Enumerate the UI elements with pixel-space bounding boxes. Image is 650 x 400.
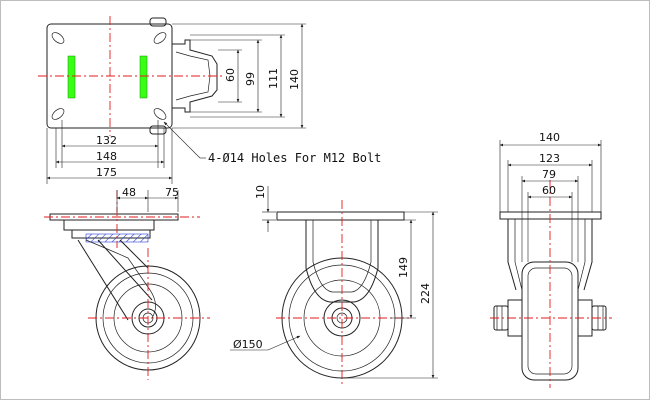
end-dim-60: 60 [542,184,556,197]
end-dim-140: 140 [539,131,560,144]
front-plate [276,211,405,221]
dim-224: 224 [419,283,432,304]
dim-75: 75 [165,186,179,199]
end-dim-79: 79 [542,168,556,181]
label-strip-right [139,55,148,99]
dim-149: 149 [397,257,410,278]
dim-148: 148 [96,150,117,163]
dim-99: 99 [244,72,257,86]
end-plate [499,211,602,220]
end-dim-123: 123 [539,152,560,165]
dim-10: 10 [254,185,267,199]
label-strip-left [67,55,76,99]
end-view: 140 123 79 60 [490,131,612,388]
top-view: 60 99 111 140 132 148 175 4-Ø14 Holes Fo… [38,16,381,184]
dim-48: 48 [122,186,136,199]
dim-140: 140 [288,69,301,90]
bolt-note: 4-Ø14 Holes For M12 Bolt [208,151,381,165]
fork-top [172,39,218,113]
dim-175: 175 [96,166,117,179]
dim-60: 60 [224,68,237,82]
front-view: 10 149 224 Ø150 [230,185,438,384]
bolt-holes [51,32,167,120]
dim-diameter: Ø150 [233,338,263,351]
wheel-top [149,17,167,27]
dim-111: 111 [267,68,280,89]
dim-132: 132 [96,134,117,147]
swivel-side-view: 48 75 [44,186,210,380]
